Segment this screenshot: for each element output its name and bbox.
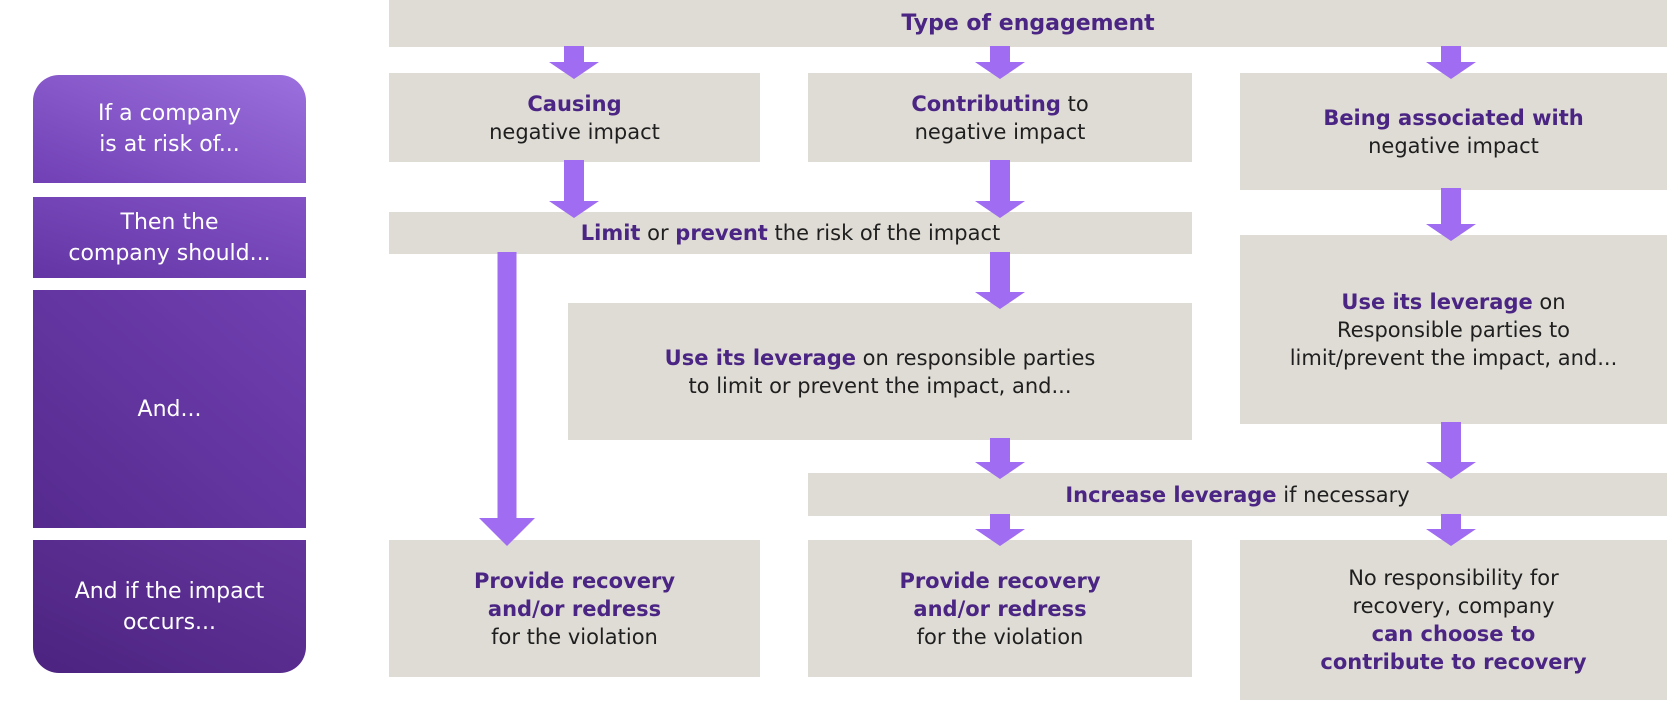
causing-emphasis: Causing [527,91,622,116]
header-bar: Type of engagement [389,0,1667,47]
no-responsibility-text: recovery, company [1352,594,1555,618]
arrow-shaft [990,514,1010,529]
no-responsibility-text: No responsibility for [1348,566,1559,590]
arrow-head [479,518,535,546]
arrow-shaft [990,160,1010,201]
recovery-middle-emphasis: and/or redress [913,596,1087,621]
arrow-header-to-associated-icon [1426,46,1476,79]
arrow-limit-to-leverage-icon [975,252,1025,309]
recovery-left-text: for the violation [491,624,658,649]
arrow-head [975,62,1025,79]
arrow-head [1426,224,1476,241]
sidebar-row-label-should: Then the company should... [33,197,306,278]
arrow-leverage-to-increase-icon [975,438,1025,479]
limit-middle-text: or [640,221,676,245]
arrow-shaft [497,252,517,518]
arrow-shaft [564,160,584,201]
increase-leverage-emphasis: Increase leverage [1065,482,1277,507]
associated-emphasis: Being associated with [1323,105,1584,130]
arrow-shaft [1441,514,1461,529]
arrow-header-to-causing-icon [549,46,599,79]
limit-emphasis: Limit [580,221,641,245]
contributing-suffix: to [1060,91,1089,116]
causing-text: negative impact [489,119,660,144]
leverage-right-box: Use its leverage on Responsible parties … [1240,235,1667,424]
sidebar-label-line: company should... [68,240,271,266]
leverage-middle-suffix: on responsible parties [856,345,1096,370]
recovery-left-box: Provide recovery and/or redress for the … [389,540,760,677]
sidebar-label-line: Then the [120,209,219,235]
sidebar-row-label-and: And... [33,290,306,528]
arrow-causing-to-limit-icon [549,160,599,218]
recovery-left-emphasis: Provide recovery [473,568,676,593]
arrow-leverage-right-to-increase-icon [1426,422,1476,479]
arrow-shaft [1441,422,1461,462]
arrow-contributing-to-limit-icon [975,160,1025,218]
arrow-increase-to-recovery-icon [975,514,1025,546]
leverage-middle-text: to limit or prevent the impact, and... [688,373,1072,398]
contributing-box: Contributing to negative impact [808,73,1192,162]
sidebar-row-label-impact-occurs: And if the impact occurs... [33,540,306,673]
arrow-header-to-contributing-icon [975,46,1025,79]
arrow-shaft [990,252,1010,292]
sidebar-label-line: occurs... [122,609,217,635]
arrow-head [1426,462,1476,479]
no-responsibility-box: No responsibility for recovery, company … [1240,540,1667,700]
increase-leverage-bar: Increase leverage if necessary [808,473,1667,516]
arrow-shaft [990,438,1010,462]
arrow-head [1426,62,1476,79]
arrow-shaft [1441,46,1461,62]
arrow-head [975,292,1025,309]
no-responsibility-emphasis: contribute to recovery [1320,650,1587,674]
no-responsibility-emphasis: can choose to [1371,622,1536,646]
leverage-right-emphasis: Use its leverage [1341,289,1533,314]
sidebar-label-line: And if the impact [74,578,265,604]
sidebar-label-line: is at risk of... [99,132,240,157]
arrow-head [549,201,599,218]
limit-prevent-bar: Limit or prevent the risk of the impact [389,212,1192,254]
recovery-left-emphasis: and/or redress [487,596,662,621]
arrow-head [975,201,1025,218]
limit-rest-text: the risk of the impact [767,221,1001,245]
header-title: Type of engagement [901,10,1155,36]
recovery-middle-box: Provide recovery and/or redress for the … [808,540,1192,677]
sidebar-label-line: If a company [97,101,242,126]
arrow-head [975,529,1025,546]
causing-box: Causing negative impact [389,73,760,162]
sidebar-label-line: And... [137,396,202,422]
arrow-associated-to-leverage-icon [1426,188,1476,241]
prevent-emphasis: prevent [675,221,768,245]
contributing-emphasis: Contributing [911,91,1061,116]
arrow-shaft [1441,188,1461,224]
associated-box: Being associated with negative impact [1240,73,1667,190]
leverage-right-suffix: on [1532,289,1566,314]
arrow-shaft [564,46,584,62]
sidebar-row-label-risk: If a company is at risk of... [33,75,306,183]
leverage-right-text: Responsible parties to [1336,317,1571,342]
associated-text: negative impact [1368,133,1539,158]
recovery-middle-emphasis: Provide recovery [899,568,1101,593]
arrow-head [975,462,1025,479]
arrow-head [549,62,599,79]
arrow-limit-to-recovery-long-icon [479,252,535,546]
arrow-head [1426,529,1476,546]
leverage-middle-emphasis: Use its leverage [664,345,856,370]
contributing-text: negative impact [914,119,1086,144]
arrow-increase-to-no-responsibility-icon [1426,514,1476,546]
recovery-middle-text: for the violation [916,624,1084,649]
leverage-right-text: limit/prevent the impact, and... [1289,345,1618,370]
leverage-middle-box: Use its leverage on responsible parties … [568,303,1192,440]
increase-leverage-rest: if necessary [1276,482,1410,507]
arrow-shaft [990,46,1010,62]
